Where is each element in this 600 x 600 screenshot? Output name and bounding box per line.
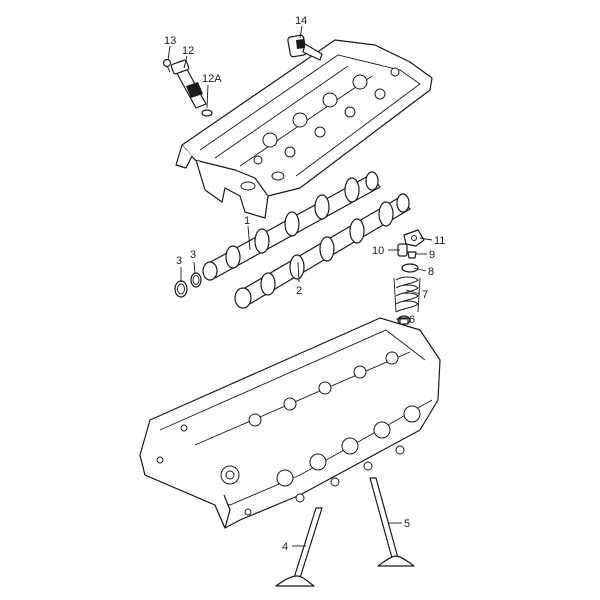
callout-8: 8 [428, 266, 434, 278]
callout-13: 13 [164, 35, 176, 47]
seal-ring-outer [174, 280, 188, 298]
exhaust-valve [369, 477, 415, 567]
callout-14: 14 [295, 15, 307, 27]
valve-stem-seal [397, 315, 411, 325]
callout-3-outer: 3 [176, 255, 182, 267]
callout-9: 9 [429, 249, 435, 261]
callout-10: 10 [372, 245, 384, 257]
cam-cover-frame [175, 39, 433, 219]
callout-4: 4 [282, 541, 288, 553]
o-ring [201, 109, 213, 117]
leader-lines [167, 25, 433, 547]
callout-1: 1 [244, 215, 250, 227]
callout-6: 6 [409, 314, 415, 326]
callout-3-inner: 3 [190, 249, 196, 261]
callout-7: 7 [422, 289, 428, 301]
spring-retainer [401, 263, 419, 273]
callout-2: 2 [296, 285, 302, 297]
roller-rocker-arm [403, 229, 425, 247]
callout-11: 11 [434, 235, 445, 247]
callout-12a: 12A [202, 73, 222, 85]
seal-ring-inner [190, 272, 202, 288]
intake-valve [275, 507, 323, 587]
cylinder-head [139, 317, 441, 529]
valve-spring [393, 276, 421, 313]
camshaft-2 [234, 193, 411, 309]
bolt [162, 58, 172, 73]
valve-cotters [407, 251, 417, 259]
solenoid-valve [170, 59, 207, 109]
callout-12: 12 [182, 45, 194, 57]
camshaft-1 [202, 171, 381, 281]
callout-5: 5 [404, 518, 410, 530]
camshaft-sensor [287, 34, 323, 61]
callout-labels: 1 2 3 3 4 5 6 7 8 9 10 11 12 12A 13 14 [164, 15, 445, 553]
